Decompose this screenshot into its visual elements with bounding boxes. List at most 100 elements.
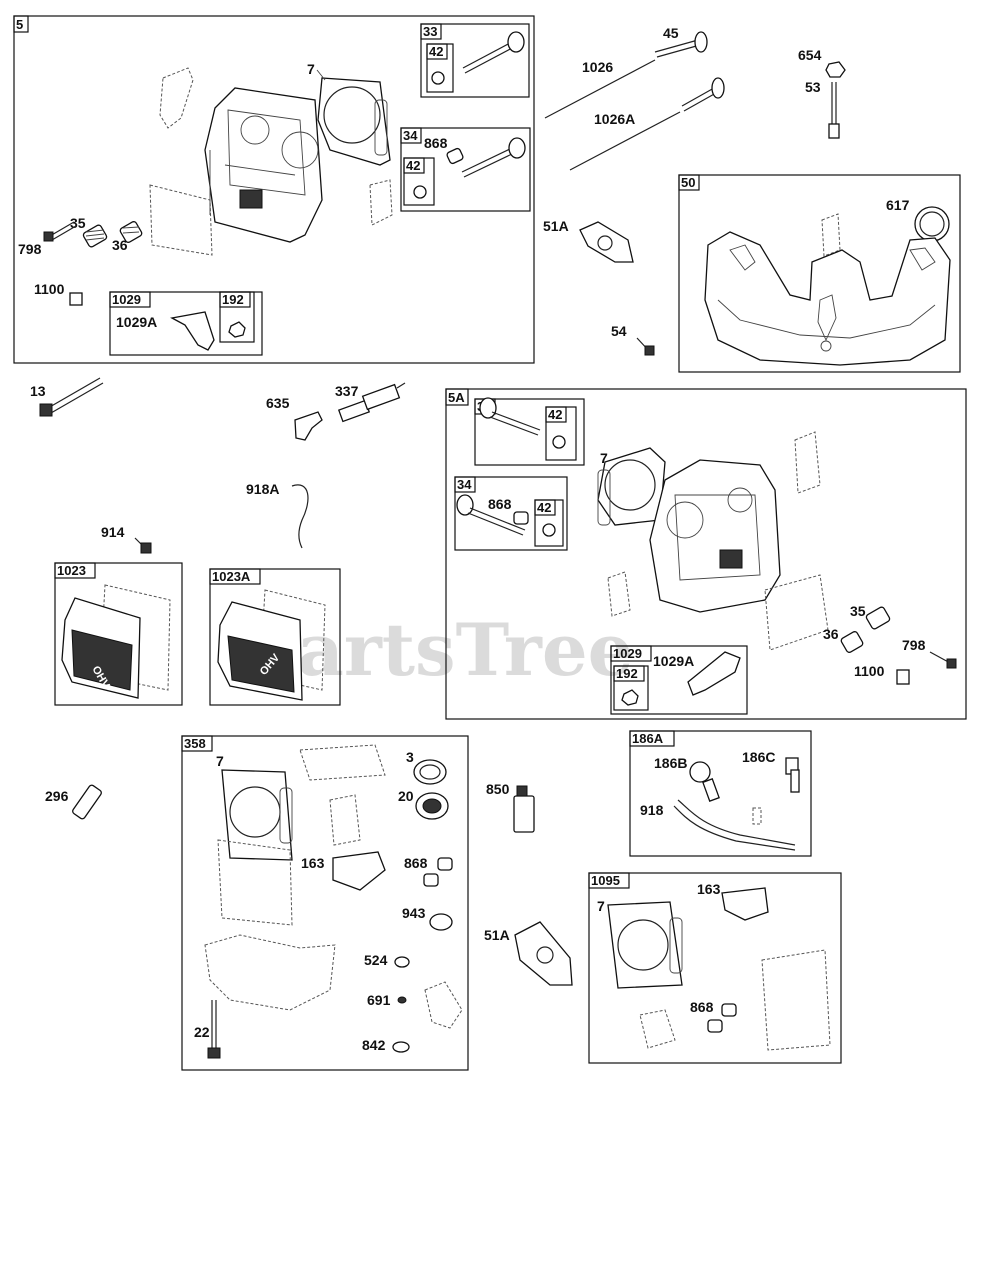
label-7: 7 [307, 61, 315, 77]
gasket-163[interactable] [332, 851, 386, 891]
kit-5-cylinder-head[interactable]: 5 7 33 42 [13, 15, 535, 364]
guide-plate-1100[interactable] [69, 292, 83, 306]
label-20: 20 [398, 788, 414, 804]
sealant-tube-850[interactable] [513, 785, 535, 833]
o-ring-943[interactable] [429, 913, 453, 931]
label-163: 163 [301, 855, 325, 871]
cylinder-head-a[interactable] [649, 459, 781, 613]
label-35-a: 35 [850, 603, 866, 619]
label-51A: 51A [543, 218, 569, 234]
gasket-163-b[interactable] [721, 887, 769, 921]
label-13: 13 [30, 383, 46, 399]
box-192-label: 192 [222, 292, 244, 307]
rocker-stud-798[interactable] [43, 221, 77, 242]
fitting-186C[interactable] [785, 757, 800, 793]
label-943: 943 [402, 905, 426, 921]
head-gasket[interactable] [317, 77, 391, 166]
kit-33-exhaust-valve[interactable]: 33 42 [420, 23, 530, 98]
breather-tube-918A[interactable] [291, 484, 309, 549]
valve-seal [446, 147, 464, 165]
gasket-small [159, 67, 194, 129]
label-691: 691 [367, 992, 391, 1008]
box-1023-label: 1023 [57, 563, 86, 578]
valve-45[interactable] [654, 31, 708, 58]
kit-186A-fitting[interactable]: 186A 186B 186C 918 [629, 730, 812, 857]
cylinder-head[interactable] [204, 87, 323, 243]
label-337: 337 [335, 383, 359, 399]
guide-plate-1100-a[interactable] [896, 669, 910, 685]
valve-spring-36-a[interactable] [840, 631, 864, 654]
kit-1023A-valve-cover[interactable]: 1023A OHV [209, 568, 341, 706]
kit-5A-cylinder-head[interactable]: 5A 33 42 7 34 868 42 [445, 388, 967, 720]
box-33-label: 33 [423, 24, 437, 39]
kit-1095-gasket-set[interactable]: 1095 163 7 868 [588, 872, 842, 1064]
head-gasket-1095[interactable] [607, 901, 683, 989]
hose-918[interactable] [677, 799, 796, 846]
fitting-186B[interactable] [689, 761, 720, 802]
label-1026: 1026 [582, 59, 613, 75]
box-192-a-label: 192 [616, 666, 638, 681]
valve-spring-35[interactable] [82, 224, 108, 248]
screw-54[interactable] [636, 337, 655, 356]
bolt-22[interactable] [207, 1000, 221, 1059]
label-51A-b: 51A [484, 927, 510, 943]
spark-plug-boot-635[interactable] [294, 411, 323, 441]
rocker-stud-798-a[interactable] [929, 651, 957, 669]
seal-3[interactable] [413, 759, 447, 785]
rocker-nut [228, 321, 246, 338]
label-36: 36 [112, 237, 128, 253]
seal-868-c1[interactable] [721, 1003, 737, 1017]
gasket-carb[interactable] [424, 981, 463, 1029]
box-42Ab-label: 42 [537, 500, 551, 515]
kit-34-intake-valve[interactable]: 34 42 868 [400, 127, 531, 212]
box-358-label: 358 [184, 736, 206, 751]
screw-914[interactable] [134, 537, 152, 554]
intake-gasket-51A-b[interactable] [514, 921, 573, 986]
o-ring-842[interactable] [392, 1041, 410, 1053]
label-918: 918 [640, 802, 664, 818]
label-22: 22 [194, 1024, 210, 1040]
bolt-13[interactable] [39, 377, 104, 417]
o-ring-691[interactable] [397, 996, 407, 1004]
valve-keeper [431, 71, 445, 85]
spark-plug-337[interactable] [337, 382, 406, 423]
exhaust-valve-a [479, 397, 541, 436]
seal-868-c2[interactable] [707, 1019, 723, 1033]
kit-1023-valve-cover[interactable]: 1023 OHV [54, 562, 183, 706]
valve-spring-35-a[interactable] [865, 606, 891, 630]
label-1100-a: 1100 [854, 663, 885, 679]
push-rod-1026A[interactable] [569, 111, 681, 171]
valve-guide-296[interactable] [72, 784, 103, 820]
label-868-a: 868 [488, 496, 512, 512]
box-34A-label: 34 [457, 477, 472, 492]
label-163-b: 163 [697, 881, 721, 897]
label-850: 850 [486, 781, 510, 797]
rocker-arm [170, 311, 215, 351]
kit-1029-rocker-arm[interactable]: 1029 192 1029A [109, 291, 263, 356]
nut-654[interactable] [825, 61, 846, 78]
o-ring-524[interactable] [394, 956, 410, 968]
kit-358-gasket-set[interactable]: 358 7 3 20 163 868 943 524 691 [181, 735, 469, 1071]
label-186B: 186B [654, 755, 687, 771]
valve-spring-36[interactable] [119, 221, 143, 244]
seal-868-b1[interactable] [437, 857, 453, 871]
exhaust-valve [462, 31, 525, 74]
label-1029A: 1029A [116, 314, 157, 330]
oil-seal-20[interactable] [415, 792, 449, 820]
label-868: 868 [424, 135, 448, 151]
label-3: 3 [406, 749, 414, 765]
seal-868-b2[interactable] [423, 873, 439, 887]
head-gasket-358[interactable] [221, 769, 293, 861]
push-rod-1026[interactable] [544, 59, 656, 119]
label-54: 54 [611, 323, 627, 339]
box-5-label: 5 [16, 17, 23, 32]
intake-valve-a [456, 494, 526, 536]
head-gasket-a[interactable] [597, 447, 666, 526]
label-868-c: 868 [690, 999, 714, 1015]
box-1029-a-label: 1029 [613, 646, 642, 661]
intake-gasket-51A[interactable] [579, 221, 634, 263]
stud-53[interactable] [828, 82, 840, 139]
kit-50-intake-manifold[interactable]: 50 617 [678, 174, 961, 373]
label-918A: 918A [246, 481, 279, 497]
